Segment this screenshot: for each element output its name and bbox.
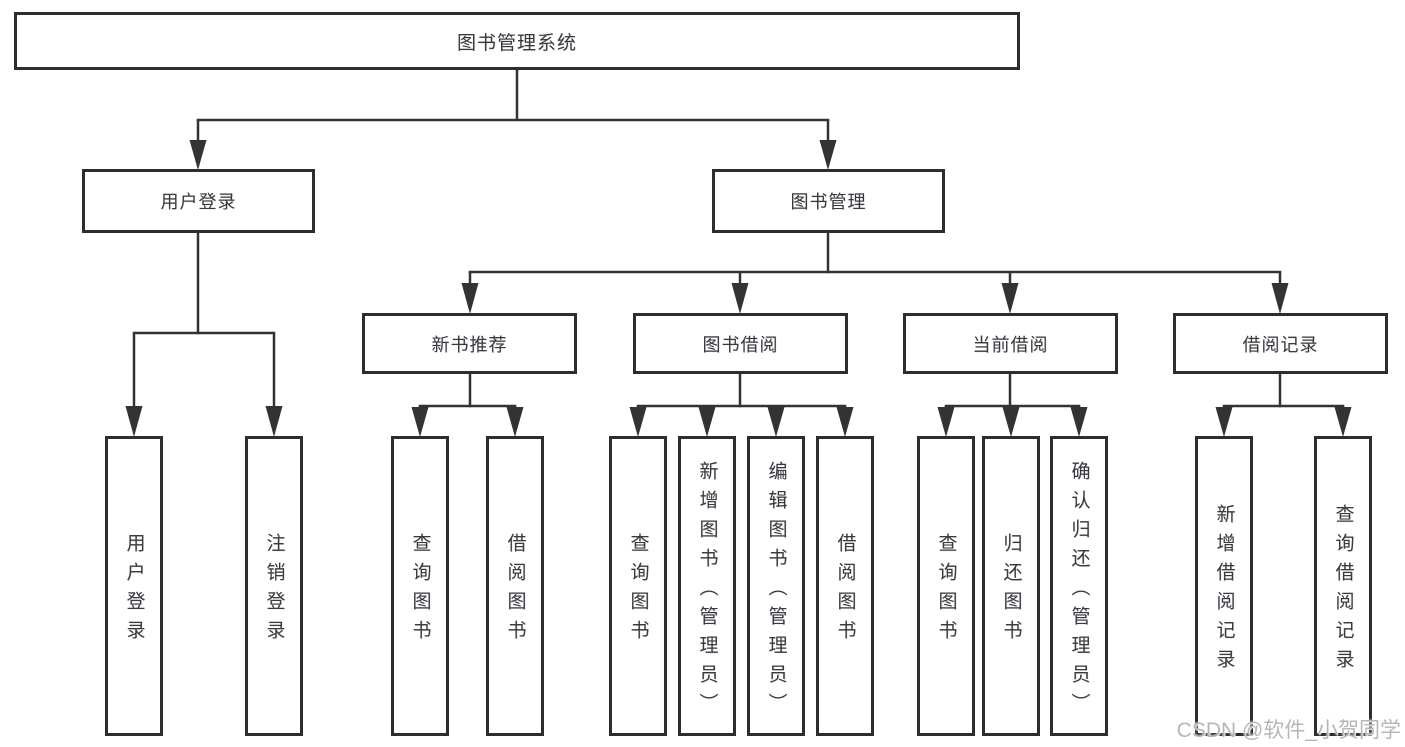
leaf-edit-books-admin: 编辑图书（管理员） <box>747 436 805 736</box>
leaf-add-borrow-record: 新增借阅记录 <box>1195 436 1253 736</box>
leaf-return-books: 归还图书 <box>982 436 1040 736</box>
leaf-query-books-current: 查询图书 <box>917 436 975 736</box>
node-current-borrowing: 当前借阅 <box>903 313 1118 374</box>
leaf-query-books-recommend: 查询图书 <box>391 436 449 736</box>
csdn-watermark: CSDN @软件_小贺同学 <box>1176 719 1401 742</box>
leaf-confirm-return-admin: 确认归还（管理员） <box>1050 436 1108 736</box>
node-library-management-system: 图书管理系统 <box>14 12 1020 70</box>
node-book-borrowing: 图书借阅 <box>633 313 848 374</box>
node-book-management: 图书管理 <box>712 169 945 233</box>
leaf-query-borrow-record: 查询借阅记录 <box>1314 436 1372 736</box>
leaf-borrow-books-recommend: 借阅图书 <box>486 436 544 736</box>
leaf-user-login: 用户登录 <box>105 436 163 736</box>
node-borrowing-records: 借阅记录 <box>1173 313 1388 374</box>
node-new-book-recommend: 新书推荐 <box>362 313 577 374</box>
leaf-query-books-borrowing: 查询图书 <box>609 436 667 736</box>
node-user-login: 用户登录 <box>82 169 315 233</box>
leaf-logout: 注销登录 <box>245 436 303 736</box>
leaf-add-books-admin: 新增图书（管理员） <box>678 436 736 736</box>
leaf-borrow-books: 借阅图书 <box>816 436 874 736</box>
